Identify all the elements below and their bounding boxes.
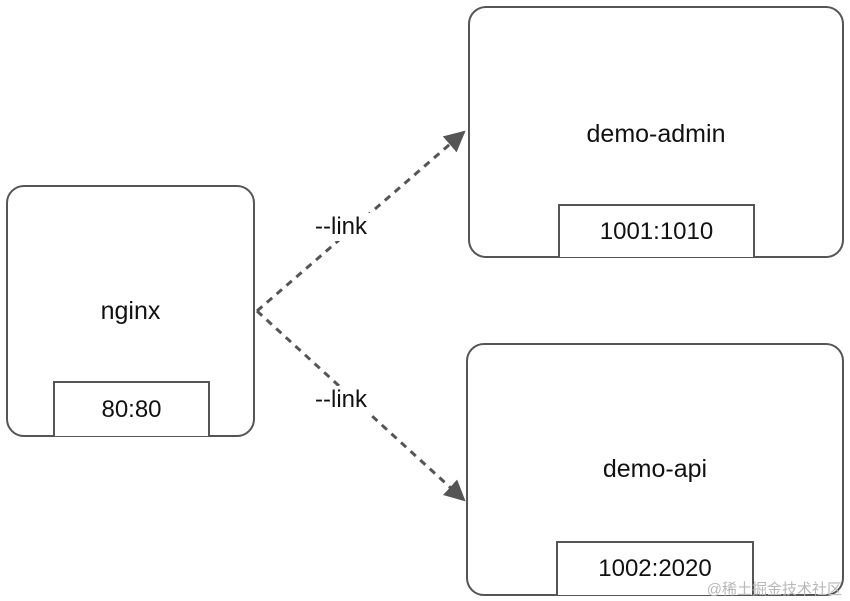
demo-admin-label: demo-admin <box>586 120 726 148</box>
nginx-node: nginx 80:80 <box>6 185 255 437</box>
demo-api-node: demo-api 1002:2020 <box>466 343 844 596</box>
demo-api-label: demo-api <box>602 455 708 483</box>
link-label-admin: --link <box>311 213 371 241</box>
demo-admin-node: demo-admin 1001:1010 <box>468 6 844 258</box>
nginx-label: nginx <box>100 297 161 325</box>
demo-api-port: 1002:2020 <box>556 541 754 595</box>
demo-admin-port: 1001:1010 <box>558 204 755 257</box>
link-label-api: --link <box>311 386 371 414</box>
watermark: @稀土掘金技术社区 <box>706 581 842 598</box>
nginx-port: 80:80 <box>53 381 210 436</box>
